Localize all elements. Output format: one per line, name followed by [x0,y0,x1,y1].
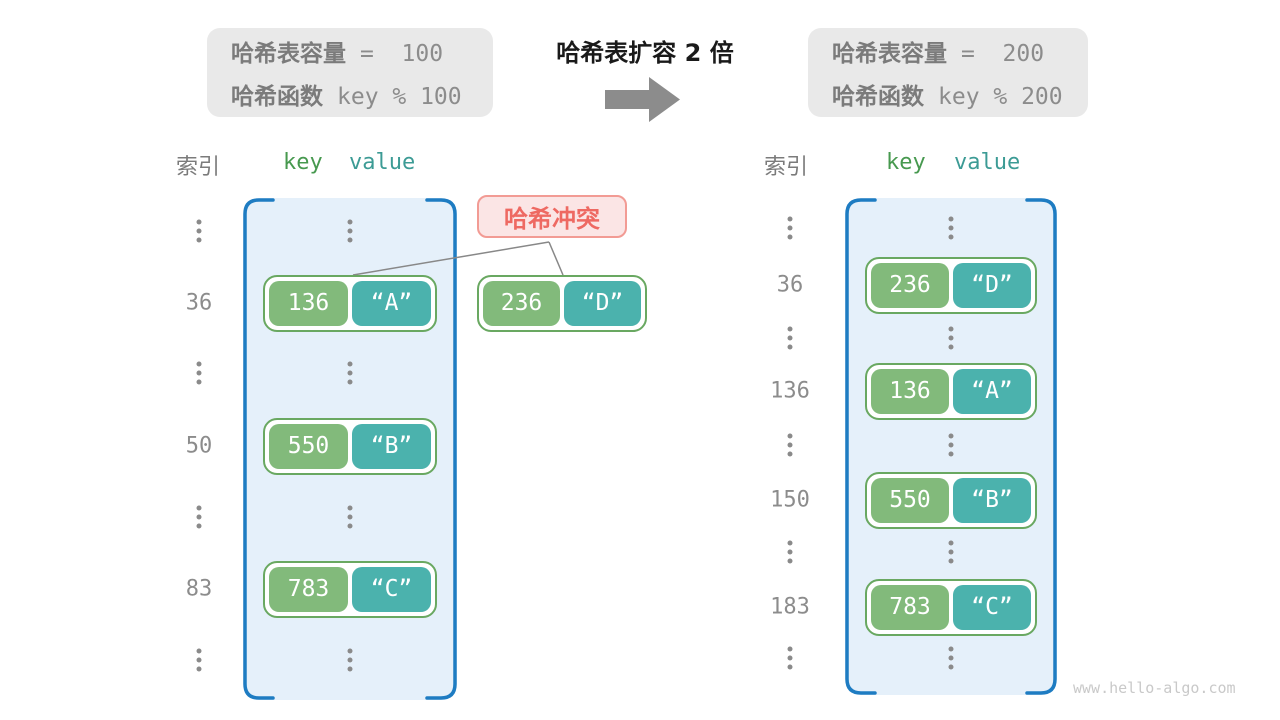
left-kv-pair: 550“B” [263,417,437,475]
key-cell: 550 [871,477,949,523]
right-bucket-ellipsis [948,540,954,564]
left-index-ellipsis [196,361,202,385]
value-cell: “C” [352,566,431,612]
left-bucket-ellipsis [347,505,353,529]
right-capacity-info-box: 哈希表容量 = 200 哈希函数 key % 200 [808,28,1088,117]
right-kv-pair: 136“A” [865,362,1037,420]
key-cell: 783 [269,566,348,612]
value-cell: “B” [953,477,1031,523]
key-cell: 136 [269,280,348,326]
value-cell: “D” [953,262,1031,308]
right-index-ellipsis [787,326,793,350]
right-index-ellipsis [787,433,793,457]
hash-function-value: key % 100 [337,84,462,110]
right-index-label: 136 [770,378,810,404]
collision-kv-pair: 236“D” [477,274,647,332]
right-key-header: key [886,150,926,175]
right-kv-pair: 550“B” [865,471,1037,529]
right-index-ellipsis [787,646,793,670]
left-kv-pair: 136“A” [263,274,437,332]
value-cell: “A” [352,280,431,326]
hash-collision-badge: 哈希冲突 [477,195,627,238]
right-value-header: value [954,150,1021,175]
right-index-ellipsis [787,540,793,564]
right-bucket-ellipsis [948,326,954,350]
left-value-header: value [349,150,416,175]
key-cell: 783 [871,584,949,630]
right-index-ellipsis [787,216,793,240]
key-cell: 136 [871,368,949,414]
capacity-label: 哈希表容量 [832,41,947,67]
key-cell: 550 [269,423,348,469]
key-cell: 236 [483,280,560,326]
value-cell: “B” [352,423,431,469]
left-bucket-ellipsis [347,219,353,243]
right-bucket-ellipsis [948,216,954,240]
left-bucket-ellipsis [347,361,353,385]
hash-function-value: key % 200 [938,84,1063,110]
expand-title: 哈希表扩容 2 倍 [556,39,734,67]
right-block-arrow-icon [605,77,680,122]
right-kv-pair: 236“D” [865,256,1037,314]
left-index-ellipsis [196,219,202,243]
hash-collision-label: 哈希冲突 [504,205,600,233]
value-cell: “D” [564,280,641,326]
left-kv-pair: 783“C” [263,560,437,618]
right-kv-pair: 783“C” [865,578,1037,636]
value-cell: “A” [953,368,1031,414]
hash-function-label: 哈希函数 [832,84,924,110]
right-hashfn-line: 哈希函数 key % 200 [832,77,1064,111]
value-cell: “C” [953,584,1031,630]
key-cell: 236 [871,262,949,308]
left-key-header: key [283,150,323,175]
right-bracket-border [845,198,1057,695]
right-index-label: 183 [770,594,810,620]
left-capacity-info-box: 哈希表容量 = 100 哈希函数 key % 100 [207,28,493,117]
right-bucket-ellipsis [948,433,954,457]
capacity-value: = 100 [360,41,444,67]
right-index-label: 150 [770,487,810,513]
hash-function-label: 哈希函数 [231,84,323,110]
right-capacity-line: 哈希表容量 = 200 [832,34,1064,68]
left-hashfn-line: 哈希函数 key % 100 [231,77,469,111]
left-capacity-line: 哈希表容量 = 100 [231,34,469,68]
right-index-header: 索引 [764,155,809,180]
watermark: www.hello-algo.com [1073,679,1236,697]
left-index-ellipsis [196,648,202,672]
left-index-label: 36 [185,290,213,316]
capacity-value: = 200 [961,41,1045,67]
capacity-label: 哈希表容量 [231,41,346,67]
right-index-label: 36 [776,272,804,298]
left-index-label: 50 [185,433,213,459]
left-index-label: 83 [185,576,213,602]
right-bucket-ellipsis [948,646,954,670]
left-index-ellipsis [196,505,202,529]
left-bucket-ellipsis [347,648,353,672]
left-bracket-border [243,198,457,700]
left-index-header: 索引 [176,155,221,180]
